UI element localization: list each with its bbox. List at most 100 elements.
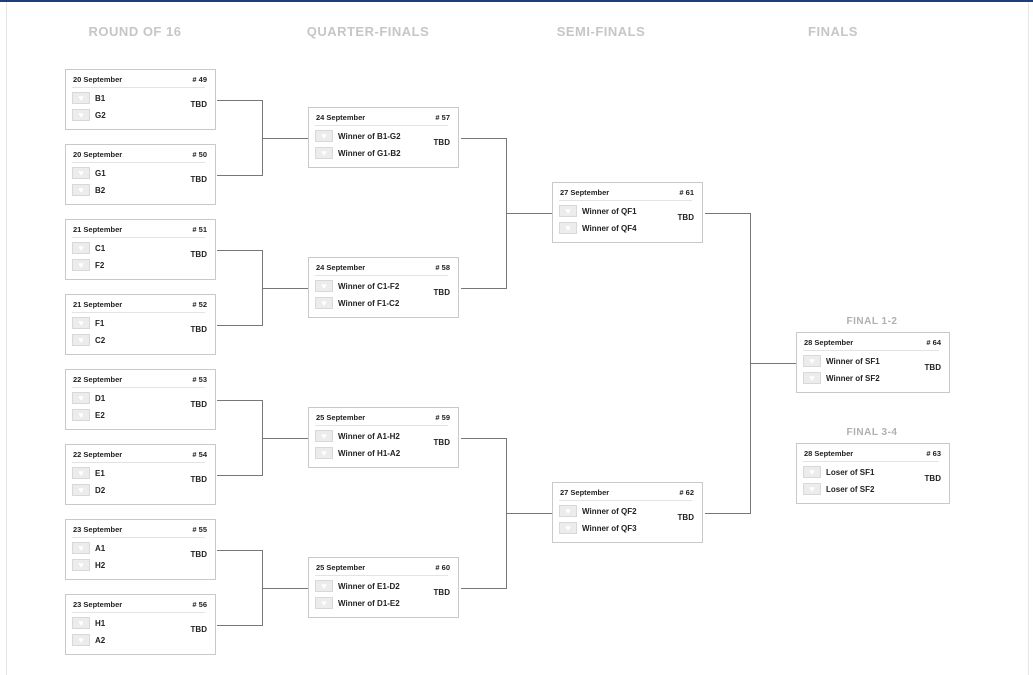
match-result: TBD <box>433 588 450 597</box>
team-slot-2: ♥ G2 <box>72 109 106 121</box>
team-name: Winner of QF4 <box>582 223 637 233</box>
match-date: 20 September <box>73 150 123 159</box>
team-slot-2: ♥Winner of F1-C2 <box>315 297 399 309</box>
match-card-54[interactable]: 22 September # 54 ♥E1 ♥D2 TBD <box>65 444 216 505</box>
team-slot-1: ♥Winner of QF2 <box>559 505 637 517</box>
team-name: E1 <box>95 468 105 478</box>
match-card-60[interactable]: 25 September # 60 ♥Winner of E1-D2 ♥Winn… <box>308 557 459 618</box>
team-name: E2 <box>95 410 105 420</box>
team-name: Winner of SF2 <box>826 373 880 383</box>
match-card-56[interactable]: 23 September # 56 ♥H1 ♥A2 TBD <box>65 594 216 655</box>
team-name: D1 <box>95 393 106 403</box>
team-name: Winner of F1-C2 <box>338 298 400 308</box>
match-card-58[interactable]: 24 September # 58 ♥Winner of C1-F2 ♥Winn… <box>308 257 459 318</box>
match-result: TBD <box>190 400 207 409</box>
heart-shield-icon: ♥ <box>72 242 90 254</box>
match-date: 23 September <box>73 600 123 609</box>
match-result: TBD <box>190 625 207 634</box>
team-name: Winner of QF2 <box>582 506 637 516</box>
match-card-55[interactable]: 23 September # 55 ♥A1 ♥H2 TBD <box>65 519 216 580</box>
heart-shield-icon: ♥ <box>559 205 577 217</box>
heart-shield-icon: ♥ <box>315 597 333 609</box>
match-date: 28 September <box>804 449 854 458</box>
divider <box>559 200 692 201</box>
round-title-sf: SEMI-FINALS <box>556 24 646 39</box>
divider <box>315 275 448 276</box>
match-number: # 63 <box>926 449 941 458</box>
team-slot-2: ♥Winner of QF4 <box>559 222 637 234</box>
heart-shield-icon: ♥ <box>803 355 821 367</box>
heart-shield-icon: ♥ <box>72 559 90 571</box>
team-name: Winner of D1-E2 <box>338 598 400 608</box>
top-accent-bar <box>0 0 1033 2</box>
divider <box>559 500 692 501</box>
team-name: C1 <box>95 243 106 253</box>
team-slot-2: ♥C2 <box>72 334 105 346</box>
team-name: Winner of H1-A2 <box>338 448 401 458</box>
match-number: # 49 <box>192 75 207 84</box>
heart-shield-icon: ♥ <box>315 447 333 459</box>
team-name: G1 <box>95 168 106 178</box>
team-slot-2: ♥F2 <box>72 259 104 271</box>
match-result: TBD <box>677 213 694 222</box>
match-card-62[interactable]: 27 September # 62 ♥Winner of QF2 ♥Winner… <box>552 482 703 543</box>
team-slot-1: ♥H1 <box>72 617 105 629</box>
divider <box>803 461 939 462</box>
divider <box>803 350 939 351</box>
final-3-4-label: FINAL 3-4 <box>846 427 898 438</box>
team-name: C2 <box>95 335 106 345</box>
heart-shield-icon: ♥ <box>72 92 90 104</box>
match-card-57[interactable]: 24 September # 57 ♥Winner of B1-G2 ♥Winn… <box>308 107 459 168</box>
heart-shield-icon: ♥ <box>72 634 90 646</box>
team-name: G2 <box>95 110 106 120</box>
divider <box>72 312 205 313</box>
match-card-64[interactable]: 28 September # 64 ♥Winner of SF1 ♥Winner… <box>796 332 950 393</box>
team-slot-1: ♥E1 <box>72 467 105 479</box>
heart-shield-icon: ♥ <box>72 109 90 121</box>
team-slot-1: ♥Loser of SF1 <box>803 466 874 478</box>
match-result: TBD <box>924 474 941 483</box>
heart-shield-icon: ♥ <box>72 409 90 421</box>
match-date: 22 September <box>73 450 123 459</box>
team-slot-2: ♥H2 <box>72 559 105 571</box>
match-card-59[interactable]: 25 September # 59 ♥Winner of A1-H2 ♥Winn… <box>308 407 459 468</box>
match-card-49[interactable]: 20 September # 49 ♥B1 ♥G2 TBD <box>65 69 216 130</box>
bracket-frame <box>6 2 1029 675</box>
match-date: 24 September <box>316 113 366 122</box>
team-name: Winner of SF1 <box>826 356 880 366</box>
divider <box>72 87 205 88</box>
match-number: # 61 <box>679 188 694 197</box>
team-name: F1 <box>95 318 105 328</box>
match-number: # 59 <box>435 413 450 422</box>
match-card-52[interactable]: 21 September # 52 ♥F1 ♥C2 TBD <box>65 294 216 355</box>
match-date: 25 September <box>316 563 366 572</box>
match-card-61[interactable]: 27 September # 61 ♥Winner of QF1 ♥Winner… <box>552 182 703 243</box>
match-card-63[interactable]: 28 September # 63 ♥Loser of SF1 ♥Loser o… <box>796 443 950 504</box>
team-name: Loser of SF1 <box>826 467 875 477</box>
round-title-r16: ROUND OF 16 <box>88 24 182 39</box>
team-name: B2 <box>95 185 106 195</box>
divider <box>315 425 448 426</box>
team-name: B1 <box>95 93 106 103</box>
divider <box>72 462 205 463</box>
match-result: TBD <box>190 250 207 259</box>
team-name: Loser of SF2 <box>826 484 875 494</box>
match-result: TBD <box>190 100 207 109</box>
match-card-51[interactable]: 21 September # 51 ♥C1 ♥F2 TBD <box>65 219 216 280</box>
final-1-2-label: FINAL 1-2 <box>846 316 898 327</box>
team-slot-2: ♥Winner of G1-B2 <box>315 147 401 159</box>
heart-shield-icon: ♥ <box>72 617 90 629</box>
team-name: A1 <box>95 543 106 553</box>
team-name: Winner of B1-G2 <box>338 131 401 141</box>
match-date: 22 September <box>73 375 123 384</box>
heart-shield-icon: ♥ <box>72 259 90 271</box>
heart-shield-icon: ♥ <box>315 280 333 292</box>
match-number: # 58 <box>435 263 450 272</box>
heart-shield-icon: ♥ <box>72 484 90 496</box>
team-slot-1: ♥D1 <box>72 392 105 404</box>
team-slot-2: ♥D2 <box>72 484 105 496</box>
match-card-53[interactable]: 22 September # 53 ♥D1 ♥ E2 TBD <box>65 369 216 430</box>
match-card-50[interactable]: 20 September # 50 ♥G1 ♥B2 TBD <box>65 144 216 205</box>
match-number: # 53 <box>192 375 207 384</box>
heart-shield-icon: ♥ <box>803 483 821 495</box>
